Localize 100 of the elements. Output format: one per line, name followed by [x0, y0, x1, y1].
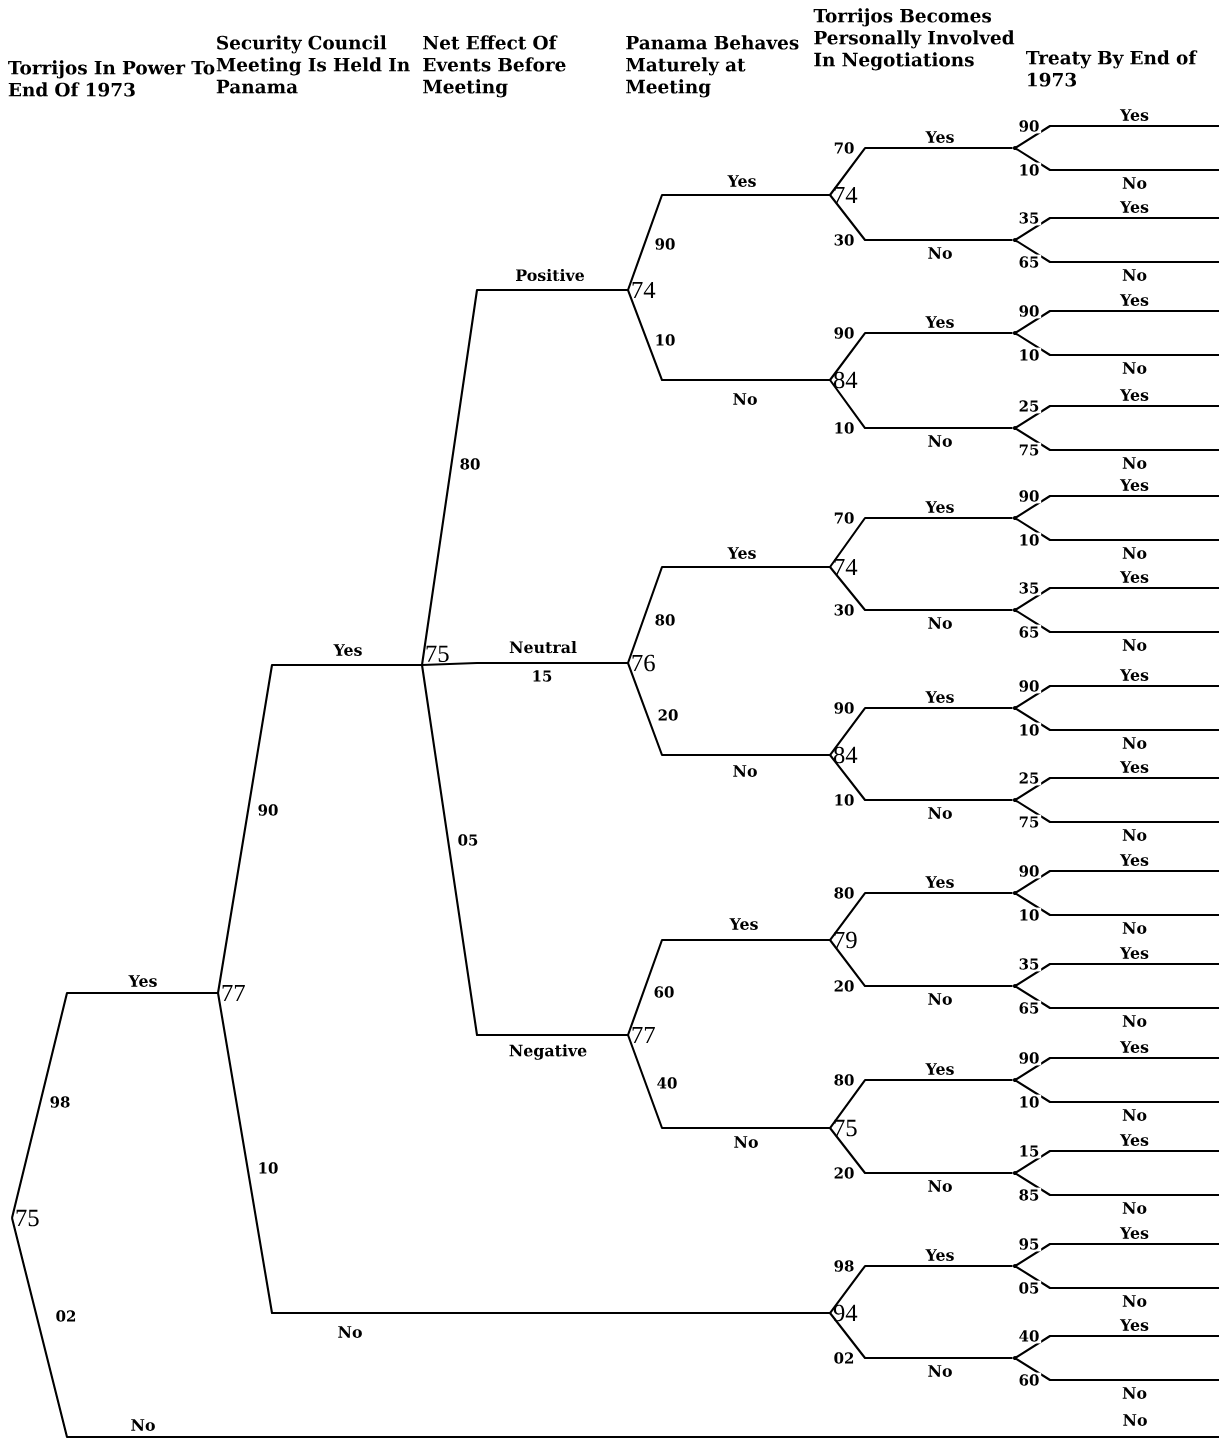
node-value: 74 [834, 558, 858, 576]
column-header: Treaty By End of 1973 [1026, 50, 1198, 87]
branch-line [1014, 776, 1219, 801]
branch-label: Yes [923, 874, 957, 890]
probability-label: 90 [1016, 678, 1042, 694]
branch-point [1012, 1263, 1018, 1269]
branch-label: No [1120, 267, 1149, 283]
branch-label: Yes [1118, 1132, 1151, 1148]
branch-line [1014, 869, 1219, 894]
probability-label: 80 [831, 1072, 857, 1088]
probability-label: 90 [652, 236, 678, 252]
branch-label: Negative [507, 1042, 589, 1062]
branch-label: Yes [1118, 1225, 1151, 1241]
branch-label: No [925, 615, 955, 631]
branch-point [1012, 797, 1018, 803]
probability-label: 90 [1016, 488, 1042, 504]
branch-line [829, 566, 1013, 612]
probability-label: 35 [1016, 580, 1042, 596]
node-value: 74 [834, 186, 858, 204]
branch-line [829, 516, 1013, 568]
node-value: 74 [632, 281, 656, 299]
probability-label: 90 [831, 325, 857, 341]
branch-line [1014, 707, 1219, 732]
probability-label: 65 [1016, 254, 1042, 270]
branch-line [829, 146, 1013, 196]
probability-label: 30 [831, 602, 857, 618]
branch-label: No [1120, 637, 1149, 653]
probability-label: 20 [831, 978, 857, 994]
node-value: 77 [222, 984, 245, 1002]
branch-line [1014, 216, 1219, 241]
branch-point [1012, 145, 1018, 151]
probability-label: 80 [652, 612, 678, 628]
probability-label: 40 [654, 1075, 680, 1091]
branch-line [829, 331, 1013, 381]
branch-label: Yes [923, 1061, 957, 1077]
branch-label: Yes [1118, 292, 1151, 308]
branch-line [627, 565, 830, 664]
branch-label: Yes [331, 642, 365, 658]
branch-line [1014, 1242, 1219, 1267]
probability-label: 65 [1016, 1000, 1042, 1016]
probability-label: 35 [1016, 956, 1042, 972]
branch-label: No [1120, 1385, 1149, 1401]
branch-label: Yes [923, 689, 957, 705]
branch-label: No [128, 1417, 158, 1433]
branch-point [1012, 983, 1018, 989]
branch-line [10, 1217, 1219, 1439]
branch-label: Yes [1118, 107, 1151, 123]
probability-label: 20 [831, 1165, 857, 1181]
branch-label: No [730, 763, 760, 779]
probability-label: 70 [831, 140, 857, 156]
branch-line [1014, 586, 1219, 611]
branch-line [1014, 1172, 1219, 1197]
branch-label: Yes [923, 1247, 957, 1263]
branch-line [1014, 962, 1219, 987]
branch-label: Yes [1118, 852, 1151, 868]
branch-label: No [1120, 1200, 1149, 1216]
branch-line [627, 193, 830, 291]
probability-label: 35 [1016, 210, 1042, 226]
branch-line [829, 194, 1013, 242]
column-header: Security Council Meeting Is Held In Panama [216, 35, 410, 94]
column-header: Net Effect Of Events Before Meeting [423, 35, 566, 98]
probability-label: 10 [831, 420, 857, 436]
branch-label: No [925, 1178, 955, 1194]
branch-line [627, 938, 830, 1036]
branch-line [1014, 985, 1219, 1010]
branch-point [1012, 515, 1018, 521]
branch-label: No [1120, 1412, 1150, 1428]
branch-label: No [925, 805, 955, 821]
branch-label: No [731, 1134, 761, 1150]
branch-point [1012, 330, 1018, 336]
branch-line [1014, 517, 1219, 542]
branch-line [829, 1078, 1013, 1129]
branch-label: No [925, 1363, 955, 1379]
probability-label: 90 [255, 802, 281, 818]
branch-line [1014, 799, 1219, 824]
branch-label: No [925, 433, 955, 449]
probability-label: 15 [529, 668, 555, 684]
probability-label: 10 [255, 1160, 281, 1176]
node-value: 77 [632, 1026, 655, 1044]
branch-label: No [1120, 455, 1149, 471]
branch-label: No [1120, 920, 1149, 936]
branch-label: Yes [923, 499, 957, 515]
branch-label: Yes [727, 916, 761, 932]
branch-line [420, 288, 628, 666]
branch-line [829, 1312, 1013, 1360]
column-header: Torrijos Becomes Personally Involved In Negotiations [813, 8, 1015, 71]
branch-label: Yes [1118, 945, 1151, 961]
branch-line [1014, 892, 1219, 917]
branch-line [1014, 332, 1219, 357]
probability-label: 98 [831, 1258, 857, 1274]
branch-label: Positive [513, 267, 587, 283]
branch-point [1012, 425, 1018, 431]
branch-label: Yes [1118, 569, 1151, 585]
probability-label: 40 [1016, 1328, 1042, 1344]
branch-label: Yes [923, 129, 957, 145]
branch-line [829, 379, 1013, 430]
branch-line [627, 289, 830, 382]
branch-point [1012, 237, 1018, 243]
probability-label: 10 [1016, 347, 1042, 363]
branch-line [829, 891, 1013, 941]
